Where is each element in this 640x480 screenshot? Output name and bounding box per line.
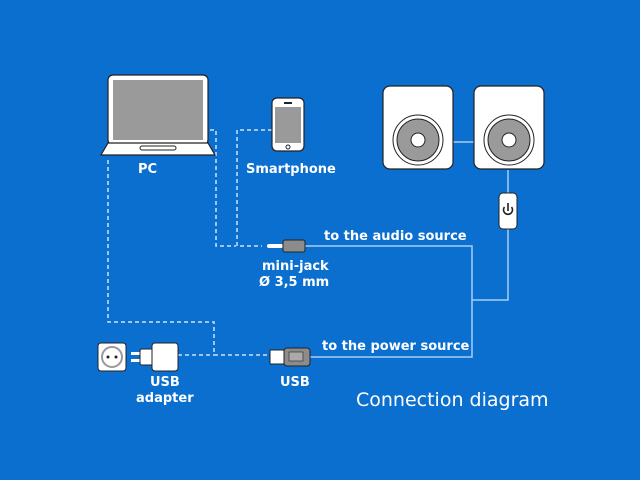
power-cable [472,170,509,301]
smartphone-dashed-cable [236,129,272,247]
diagram-title: Connection diagram [356,389,549,411]
usb-label: USB [280,375,310,390]
audio-cable [305,245,473,358]
minijack-size-label: Ø 3,5 mm [259,275,330,290]
smartphone-icon [271,97,305,152]
usb-adapter-label-line2: adapter [136,391,194,406]
pc-audio-dashed-cable [210,129,236,247]
power-source-label: to the power source [322,339,470,354]
wall-socket-icon [97,342,127,372]
power-adapter-icon [131,342,179,372]
audio-source-label: to the audio source [324,229,467,244]
speaker-right-icon [473,85,545,170]
minijack-label: mini-jack [262,259,329,274]
usb-adapter-label-line1: USB [150,375,180,390]
power-button-icon [498,192,518,230]
pc-usb-dashed-cable [107,160,270,356]
pc-label: PC [138,162,158,177]
smartphone-label: Smartphone [246,162,336,177]
minijack-plug-icon [267,239,306,253]
speaker-left-icon [382,85,454,170]
laptop-icon [99,74,217,156]
usb-plug-icon [269,347,311,367]
